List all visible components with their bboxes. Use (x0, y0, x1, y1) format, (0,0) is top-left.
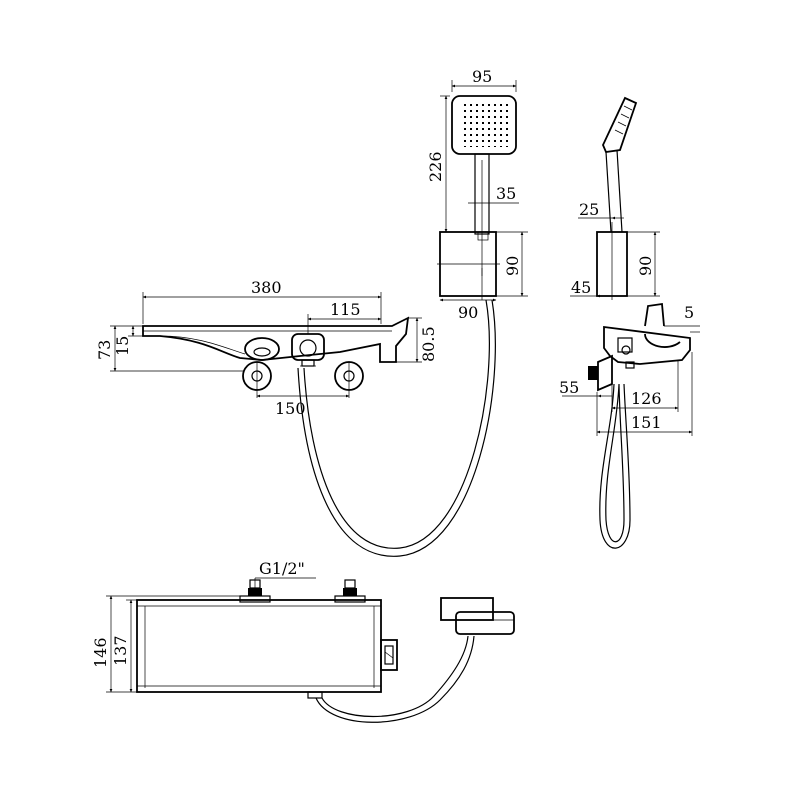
dim-body-height: 73 (95, 325, 243, 372)
dim-side-depth-inner: 126 (611, 360, 679, 412)
dim-label: 126 (631, 389, 662, 408)
diverter-knob (244, 337, 280, 361)
dim-label: 15 (113, 336, 132, 356)
side-inlet (597, 354, 613, 392)
dim-thread: G1/2" (254, 559, 316, 592)
dim-label: 137 (111, 635, 130, 666)
dim-label: 150 (275, 399, 306, 418)
dim-inlet-spacing: 150 (256, 394, 350, 418)
dim-holder-width: 90 (439, 298, 497, 322)
dim-side-top: 5 (664, 303, 700, 333)
mixer-top (136, 579, 515, 723)
hose-front (303, 299, 490, 549)
hose-side (599, 383, 631, 549)
dim-label: 90 (458, 303, 478, 322)
dim-label: 115 (330, 300, 361, 319)
dim-spout-inner: 115 (307, 300, 382, 334)
dim-side-holder-height: 90 (627, 231, 660, 297)
dim-arm-width: 35 (468, 184, 519, 204)
mixer-front (142, 316, 410, 398)
dim-side-arm: 25 (578, 200, 624, 220)
dim-label: 95 (472, 67, 492, 86)
dim-label: 226 (426, 151, 445, 182)
hose-top (315, 635, 475, 723)
dim-lip-height: 15 (113, 325, 143, 356)
dim-spout-length: 380 (142, 278, 382, 324)
dim-label: 45 (571, 278, 591, 297)
dim-label: 55 (559, 378, 579, 397)
dim-label: 5 (684, 303, 694, 322)
dim-outlet-height: 80.5 (396, 317, 438, 363)
side-body (603, 325, 691, 365)
dim-side-holder-offset: 45 (570, 278, 612, 298)
dim-side-depth-outer: 151 (596, 352, 693, 436)
dim-label: 380 (251, 278, 282, 297)
top-holder (440, 597, 494, 621)
dim-top-depth-inner: 137 (111, 599, 137, 693)
shower-head-nozzles (460, 103, 508, 147)
dim-label: 25 (579, 200, 599, 219)
shower-handle-side (605, 149, 623, 233)
dim-label: G1/2" (259, 559, 305, 578)
dim-label: 35 (496, 184, 516, 203)
dim-head-height: 226 (426, 95, 450, 233)
dim-label: 80.5 (419, 326, 438, 362)
dim-label: 90 (636, 256, 655, 276)
top-body (136, 599, 382, 693)
dim-holder-height: 90 (496, 231, 528, 297)
dim-head-width: 95 (451, 67, 517, 92)
shower-head-side (602, 96, 638, 153)
dim-label: 73 (95, 340, 114, 360)
dim-top-depth-outer: 146 (91, 595, 240, 693)
top-knob (380, 639, 398, 671)
dim-label: 151 (631, 413, 662, 432)
top-shower-head (455, 611, 515, 635)
spout-shelf (142, 316, 410, 363)
side-handle (644, 302, 665, 327)
top-inlet-right (334, 579, 366, 603)
dim-label: 146 (91, 637, 110, 668)
dim-label: 90 (503, 256, 522, 276)
mixer-side (588, 302, 691, 398)
hand-shower-side (596, 96, 638, 549)
hand-shower-front (297, 95, 517, 557)
dim-side-inlet: 55 (559, 378, 612, 398)
